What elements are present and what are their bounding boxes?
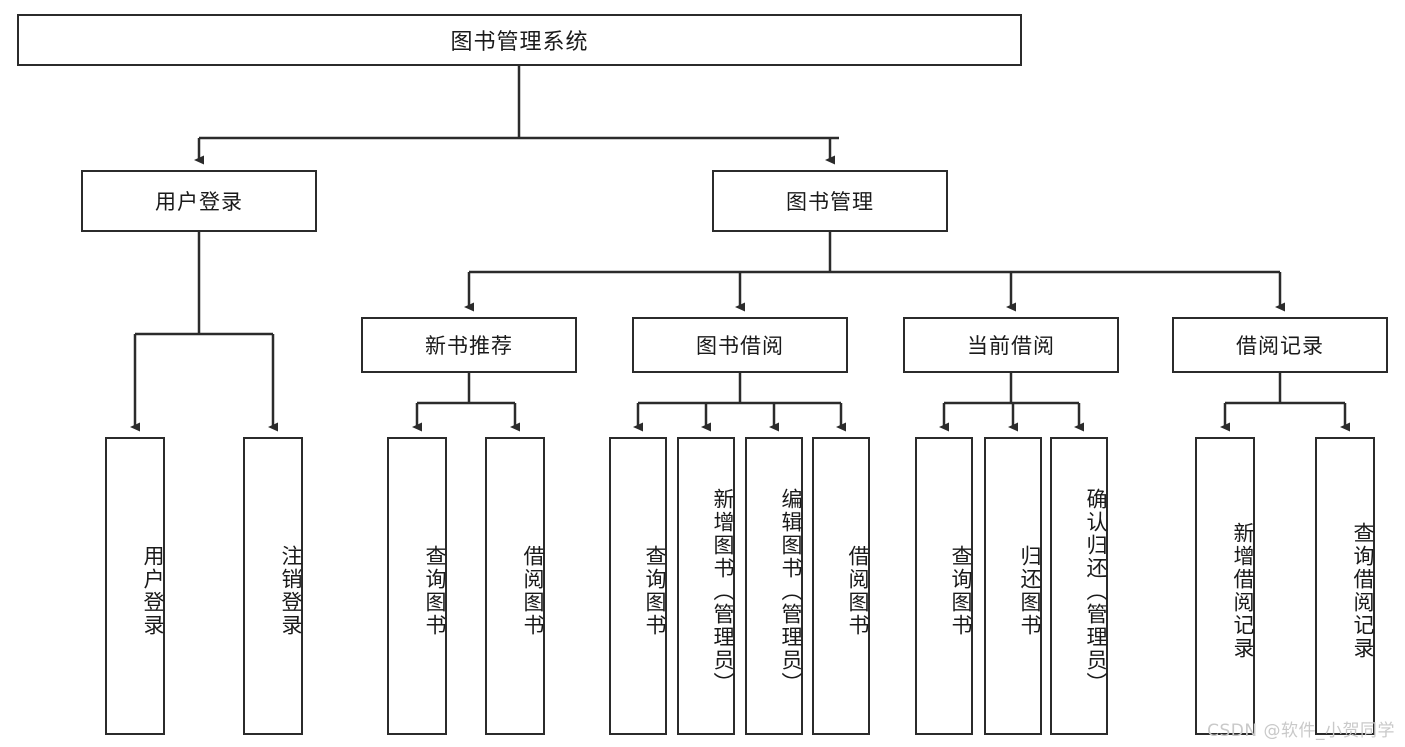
leaf-br-add[interactable]: 新增借阅记录 [1195, 437, 1255, 735]
leaf-cb-return-label: 归还图书 [1018, 545, 1042, 637]
node-book-borrow-label: 图书借阅 [696, 334, 784, 358]
node-root[interactable]: 图书管理系统 [17, 14, 1022, 66]
leaf-br-query[interactable]: 查询借阅记录 [1315, 437, 1375, 735]
node-current-borrow-label: 当前借阅 [967, 334, 1055, 358]
watermark: CSDN @软件_小贺同学 [1207, 721, 1395, 741]
leaf-bb-borrow[interactable]: 借阅图书 [812, 437, 870, 735]
leaf-cb-query-label: 查询图书 [949, 545, 973, 637]
node-book-manage-label: 图书管理 [786, 190, 874, 214]
leaf-rec-borrow-label: 借阅图书 [521, 545, 545, 637]
leaf-rec-query-label: 查询图书 [423, 545, 447, 637]
leaf-bb-edit[interactable]: 编辑图书（管理员） [745, 437, 803, 735]
leaf-rec-borrow[interactable]: 借阅图书 [485, 437, 545, 735]
node-borrow-record[interactable]: 借阅记录 [1172, 317, 1388, 373]
leaf-bb-edit-label: 编辑图书（管理员） [779, 487, 803, 695]
leaf-br-add-label: 新增借阅记录 [1231, 522, 1255, 660]
node-new-book-rec-label: 新书推荐 [425, 334, 513, 358]
node-borrow-record-label: 借阅记录 [1236, 334, 1324, 358]
leaf-rec-query[interactable]: 查询图书 [387, 437, 447, 735]
node-current-borrow[interactable]: 当前借阅 [903, 317, 1119, 373]
node-book-manage[interactable]: 图书管理 [712, 170, 948, 232]
leaf-bb-query[interactable]: 查询图书 [609, 437, 667, 735]
leaf-user-login-label: 用户登录 [141, 545, 165, 637]
node-root-label: 图书管理系统 [450, 30, 589, 55]
leaf-logout-label: 注销登录 [279, 545, 303, 637]
leaf-logout[interactable]: 注销登录 [243, 437, 303, 735]
node-user-login[interactable]: 用户登录 [81, 170, 317, 232]
node-user-login-label: 用户登录 [155, 190, 243, 214]
leaf-cb-confirm-label: 确认归还（管理员） [1084, 487, 1108, 695]
leaf-cb-query[interactable]: 查询图书 [915, 437, 973, 735]
leaf-br-query-label: 查询借阅记录 [1351, 522, 1375, 660]
leaf-cb-return[interactable]: 归还图书 [984, 437, 1042, 735]
leaf-bb-add[interactable]: 新增图书（管理员） [677, 437, 735, 735]
leaf-cb-confirm[interactable]: 确认归还（管理员） [1050, 437, 1108, 735]
leaf-bb-query-label: 查询图书 [643, 545, 667, 637]
leaf-user-login[interactable]: 用户登录 [105, 437, 165, 735]
node-new-book-rec[interactable]: 新书推荐 [361, 317, 577, 373]
node-book-borrow[interactable]: 图书借阅 [632, 317, 848, 373]
leaf-bb-add-label: 新增图书（管理员） [711, 487, 735, 695]
leaf-bb-borrow-label: 借阅图书 [846, 545, 870, 637]
